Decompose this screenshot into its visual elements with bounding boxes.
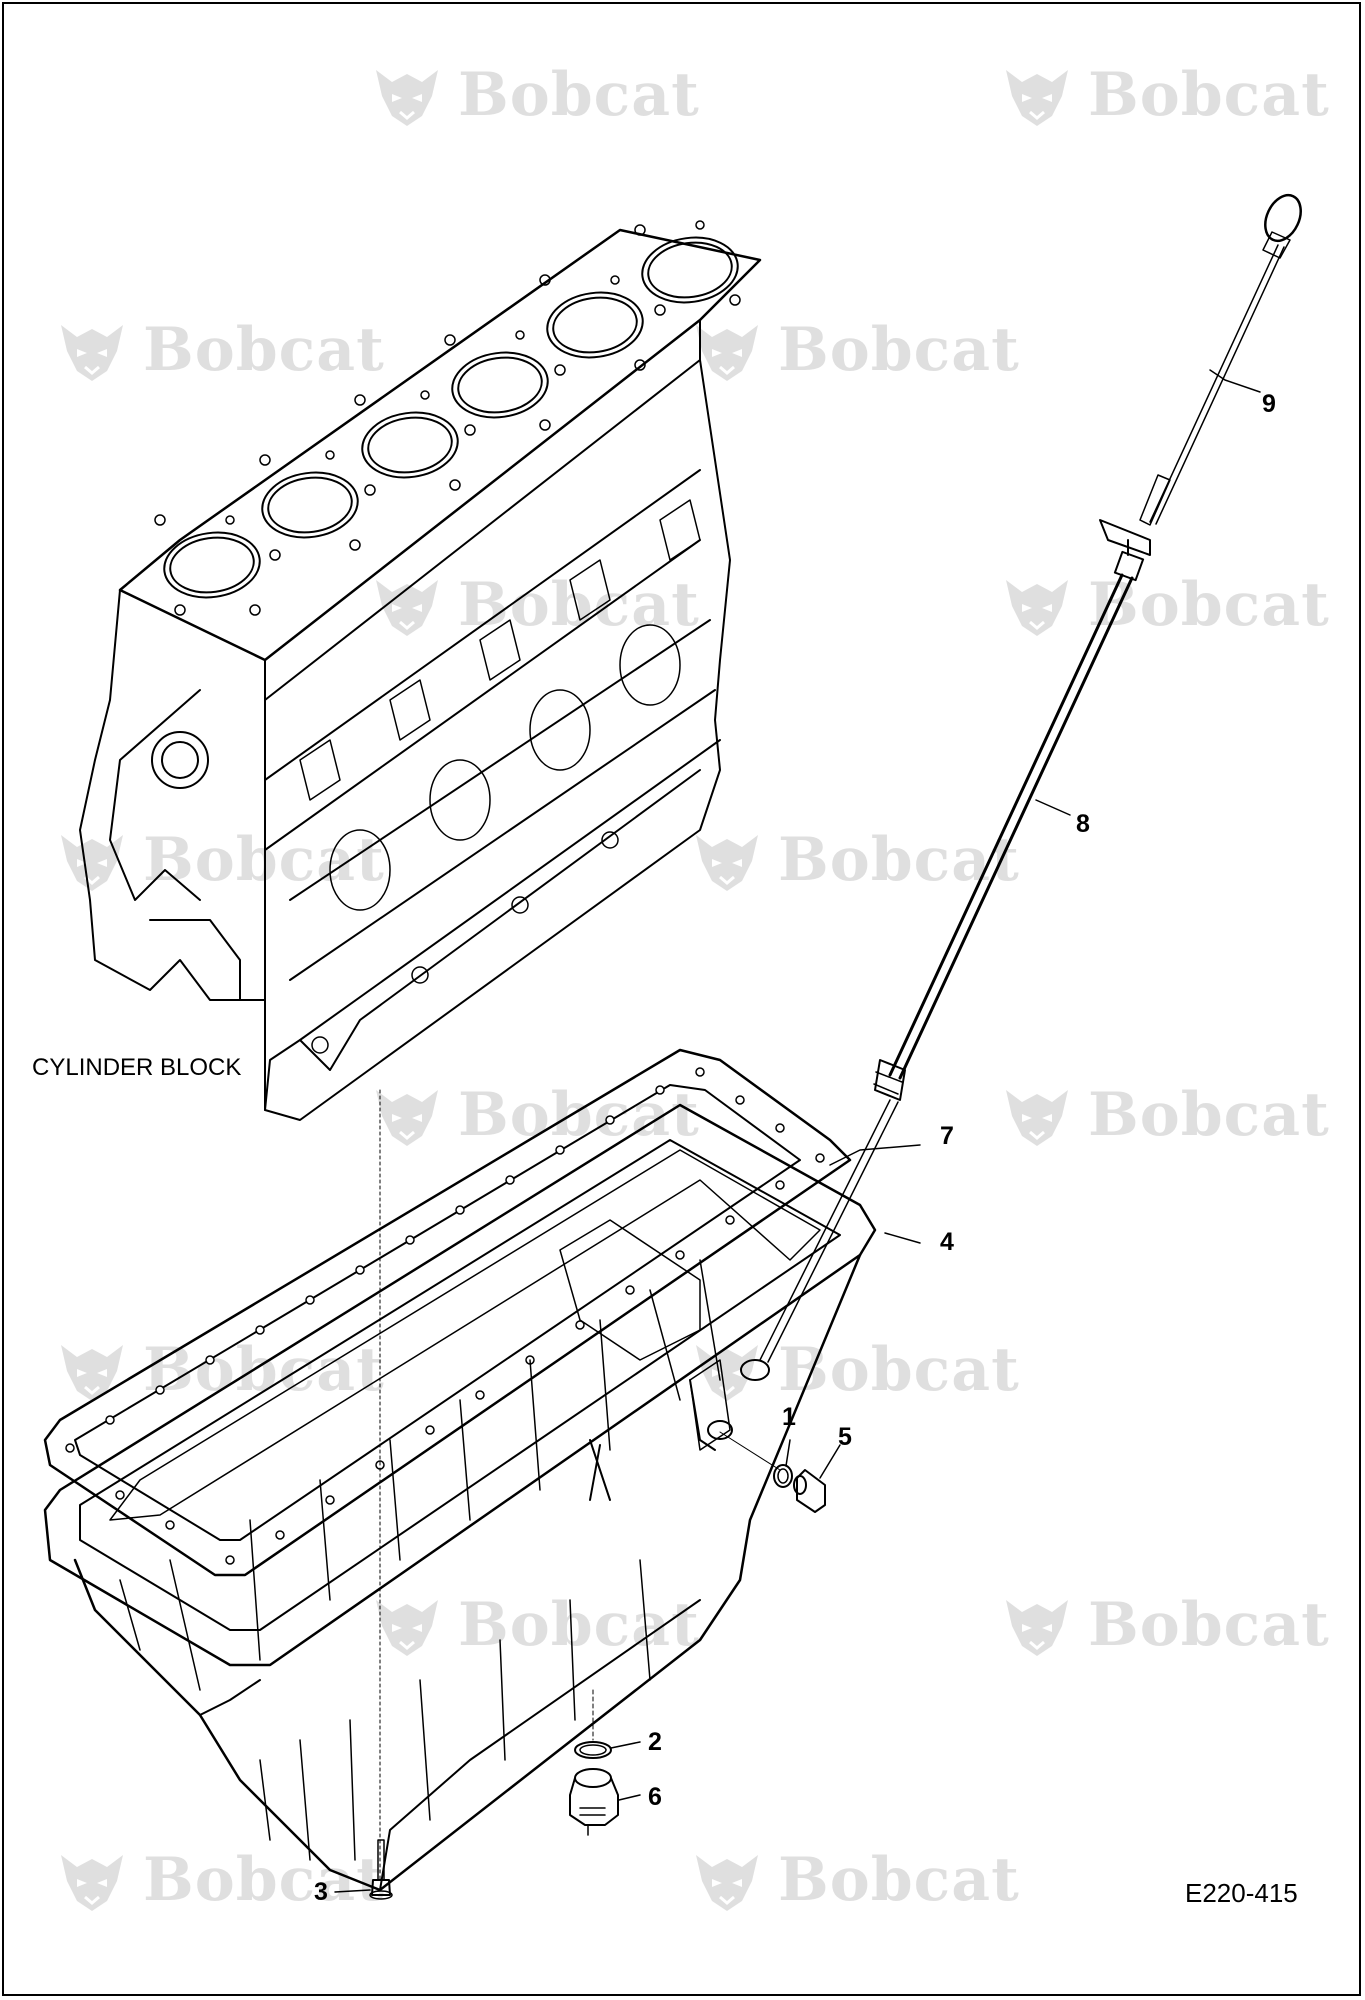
bobcat-watermark: Bobcat xyxy=(1000,1590,1330,1660)
watermark-text: Bobcat xyxy=(1088,1590,1330,1660)
bobcat-logo-icon xyxy=(696,1855,758,1911)
watermark-text: Bobcat xyxy=(458,1590,700,1660)
callout-leaders xyxy=(334,369,1261,1893)
bobcat-watermark: Bobcat xyxy=(370,60,700,130)
bobcat-logo-icon xyxy=(696,325,758,381)
watermark-text: Bobcat xyxy=(1088,570,1330,640)
callout-4: 4 xyxy=(940,1228,954,1256)
bobcat-logo-icon xyxy=(696,835,758,891)
callout-7: 7 xyxy=(940,1122,954,1150)
oil-pan-bolt xyxy=(369,1089,393,1900)
bobcat-logo-icon xyxy=(61,1855,123,1911)
bobcat-logo-icon xyxy=(61,1345,123,1401)
cylinder-block-label: CYLINDER BLOCK xyxy=(32,1054,242,1081)
figure-reference: E220-415 xyxy=(1185,1878,1298,1908)
dipstick-tube xyxy=(759,519,1151,1363)
watermark-text: Bobcat xyxy=(778,1335,1020,1405)
bobcat-watermark: Bobcat xyxy=(690,1845,1020,1915)
bobcat-watermark: Bobcat xyxy=(370,1590,700,1660)
callout-9: 9 xyxy=(1262,390,1276,418)
watermark-text: Bobcat xyxy=(778,315,1020,385)
callout-1: 1 xyxy=(782,1403,796,1431)
bobcat-logo-icon xyxy=(1006,70,1068,126)
callout-2: 2 xyxy=(648,1728,662,1756)
drain-plug-bottom xyxy=(569,1689,619,1836)
watermark-text: Bobcat xyxy=(778,1845,1020,1915)
watermark-text: Bobcat xyxy=(143,315,385,385)
bobcat-watermark: Bobcat xyxy=(1000,1080,1330,1150)
bobcat-logo-icon xyxy=(376,1090,438,1146)
callout-6: 6 xyxy=(648,1783,662,1811)
bobcat-watermark: Bobcat xyxy=(1000,570,1330,640)
bobcat-logo-icon xyxy=(376,1600,438,1656)
bobcat-watermark: Bobcat xyxy=(55,315,385,385)
bobcat-logo-icon xyxy=(376,580,438,636)
bobcat-watermark: Bobcat xyxy=(55,1845,385,1915)
watermark-text: Bobcat xyxy=(143,1845,385,1915)
drain-plug-side xyxy=(719,1431,826,1513)
watermark-text: Bobcat xyxy=(1088,1080,1330,1150)
watermark-text: Bobcat xyxy=(1088,60,1330,130)
bobcat-watermark: Bobcat xyxy=(690,315,1020,385)
bobcat-logo-icon xyxy=(1006,580,1068,636)
dipstick xyxy=(1139,193,1302,526)
callout-5: 5 xyxy=(838,1423,852,1451)
oil-pan-gasket xyxy=(43,1048,852,1577)
oil-pan xyxy=(43,1103,877,1892)
callout-8: 8 xyxy=(1076,810,1090,838)
bobcat-logo-icon xyxy=(61,325,123,381)
bobcat-logo-icon xyxy=(376,70,438,126)
bobcat-watermark: Bobcat xyxy=(1000,60,1330,130)
bobcat-logo-icon xyxy=(1006,1600,1068,1656)
watermark-text: Bobcat xyxy=(458,60,700,130)
callout-3: 3 xyxy=(314,1878,328,1906)
cylinder-block xyxy=(79,220,762,1121)
bobcat-logo-icon xyxy=(1006,1090,1068,1146)
bobcat-watermark: Bobcat xyxy=(690,1335,1020,1405)
